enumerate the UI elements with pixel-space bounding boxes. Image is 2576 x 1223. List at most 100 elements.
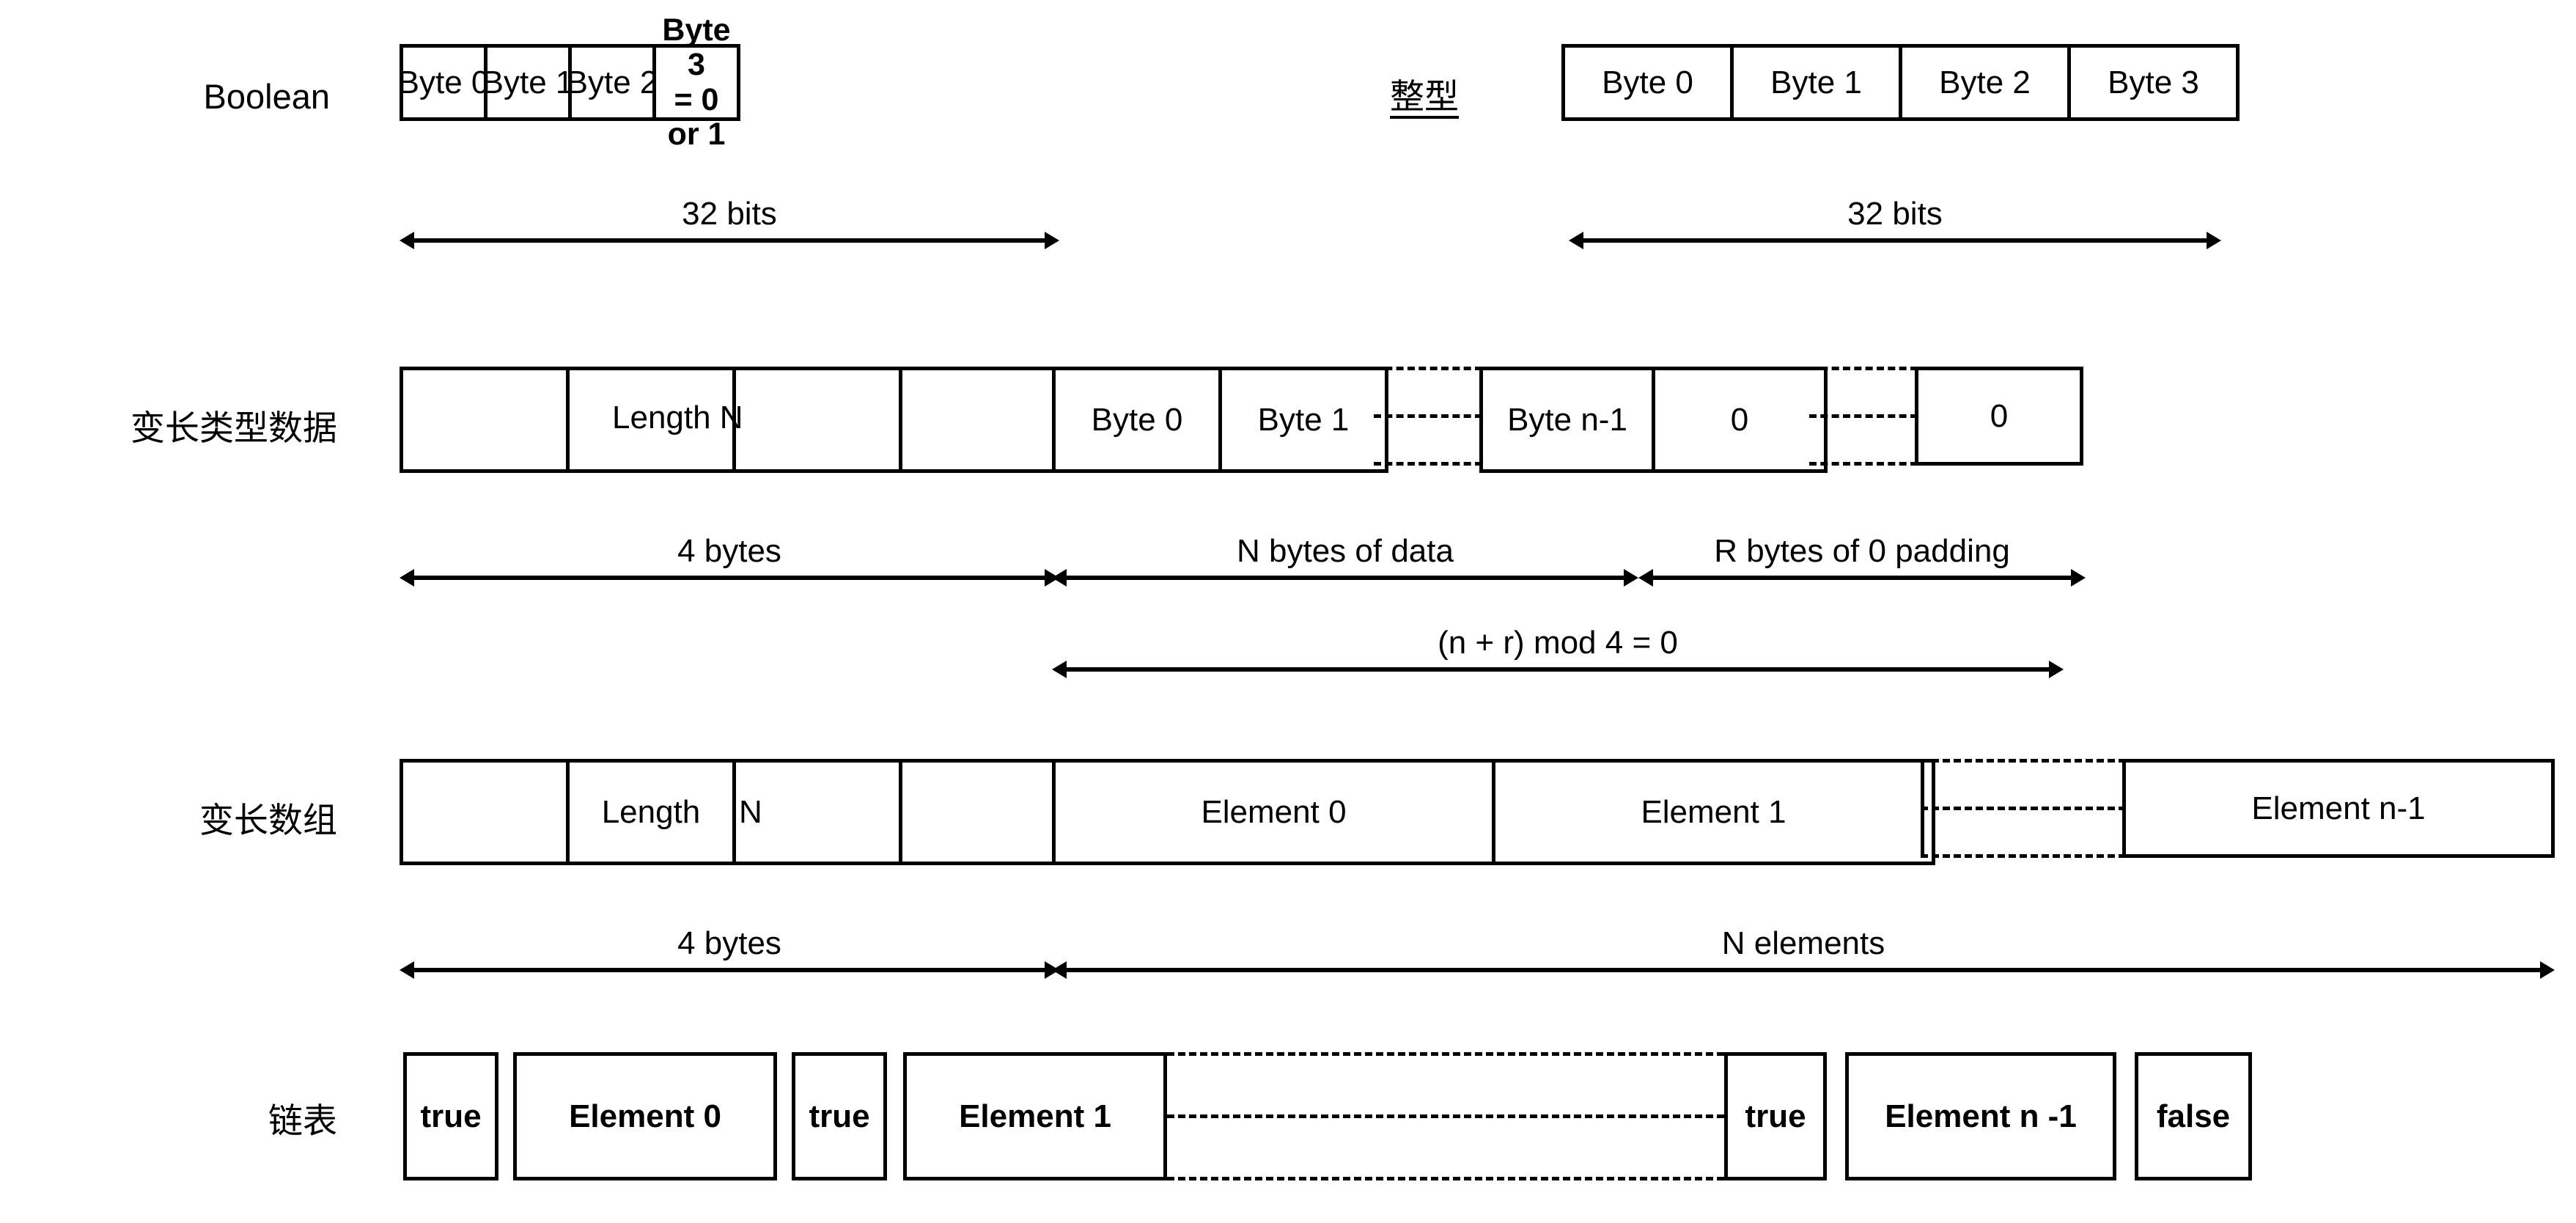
linked-list-element-1: Element 1 [903, 1052, 1167, 1180]
varlen-array-element-strip: Element 0 Element 1 [1052, 759, 1935, 865]
boolean-measure-label: 32 bits [682, 196, 777, 232]
arrow-left-icon [1052, 569, 1067, 587]
varlen-array-measure-4bytes: 4 bytes [400, 906, 1059, 979]
dashed-line-top [1921, 759, 2126, 763]
varlen-data-measure-4bytes-line [410, 576, 1049, 580]
row-label-integer: 整型 [1390, 77, 1459, 116]
varlen-array-length-strip: Length N [400, 759, 1069, 865]
varlen-data-length-strip [400, 367, 1069, 473]
integer-measure-label: 32 bits [1847, 196, 1943, 232]
arrow-left-icon [400, 961, 414, 979]
arrow-right-icon [2049, 661, 2064, 678]
linked-list-flag-end: false [2135, 1052, 2252, 1180]
arrow-right-icon [2207, 232, 2221, 249]
row-label-varlen-array: 变长数组 [199, 801, 337, 840]
arrow-right-icon [1045, 232, 1059, 249]
varlen-data-measure-padding-line [1649, 576, 2075, 580]
ellipsis-left-edge [1921, 759, 1924, 858]
arrow-left-icon [400, 232, 414, 249]
varlen-data-byte-last: Byte n-1 [1479, 367, 1655, 473]
varlen-array-element-last: Element n-1 [2122, 759, 2555, 858]
dashed-line-middle [1921, 807, 2126, 810]
linked-list-flag-1: true [792, 1052, 887, 1180]
boolean-measure-line [410, 238, 1049, 243]
boolean-byte-3: Byte 3 = 0 or 1 [652, 12, 740, 151]
boolean-byte-0: Byte 0 [398, 44, 489, 121]
boolean-byte-3-line-2: = 0 or 1 [667, 81, 726, 152]
boolean-byte-strip: Byte 0 Byte 1 Byte 2 Byte 3 = 0 or 1 [398, 12, 740, 151]
varlen-array-element-1: Element 1 [1492, 759, 1935, 865]
row-label-varlen-data: 变长类型数据 [130, 408, 337, 447]
varlen-array-length-cell-2: N [732, 759, 902, 865]
boolean-measure-32bits: 32 bits [400, 176, 1059, 249]
dashed-line-middle [1374, 414, 1482, 418]
dashed-line-top [1374, 367, 1482, 370]
integer-byte-0: Byte 0 [1561, 44, 1734, 121]
dashed-line-bottom [1167, 1177, 1724, 1180]
linked-list-element-last: Element n -1 [1845, 1052, 2116, 1180]
linked-list-flag-2: true [1724, 1052, 1827, 1180]
arrow-right-icon [2540, 961, 2555, 979]
arrow-left-icon [1052, 961, 1067, 979]
integer-byte-1: Byte 1 [1730, 44, 1902, 121]
varlen-data-length-cell-0 [400, 367, 570, 473]
varlen-data-measure-nbytes-label: N bytes of data [1237, 533, 1454, 569]
varlen-array-element-0: Element 0 [1052, 759, 1495, 865]
varlen-data-measure-nbytes: N bytes of data [1052, 513, 1638, 587]
varlen-data-measure-total-line [1062, 667, 2053, 672]
varlen-array-measure-nelements: N elements [1052, 906, 2555, 979]
varlen-data-measure-total: (n + r) mod 4 = 0 [1052, 598, 2064, 678]
integer-measure-line [1579, 238, 2211, 243]
varlen-array-length-cell-3 [899, 759, 1069, 865]
varlen-data-measure-padding: R bytes of 0 padding [1638, 513, 2086, 587]
varlen-array-length-n: N [739, 793, 762, 830]
varlen-data-measure-nbytes-line [1062, 576, 1628, 580]
varlen-data-tail-strip: Byte n-1 0 [1479, 367, 1828, 473]
varlen-data-length-cell-1 [566, 367, 736, 473]
integer-byte-3: Byte 3 [2067, 44, 2240, 121]
boolean-byte-2: Byte 2 [567, 44, 658, 121]
row-label-linked-list: 链表 [268, 1101, 337, 1140]
integer-measure-32bits: 32 bits [1569, 176, 2221, 249]
linked-list-element-0: Element 0 [513, 1052, 777, 1180]
arrow-left-icon [1569, 232, 1583, 249]
varlen-data-ellipsis-1 [1374, 367, 1482, 466]
arrow-left-icon [1638, 569, 1653, 587]
varlen-data-measure-padding-label: R bytes of 0 padding [1714, 533, 2010, 569]
arrow-left-icon [400, 569, 414, 587]
boolean-byte-1: Byte 1 [482, 44, 573, 121]
dashed-line-top [1167, 1052, 1724, 1056]
varlen-array-length-cell-0 [400, 759, 570, 865]
boolean-byte-3-line-1: Byte 3 [662, 12, 731, 83]
varlen-data-byte-0: Byte 0 [1052, 367, 1222, 473]
varlen-array-measure-4bytes-label: 4 bytes [677, 925, 781, 961]
varlen-array-ellipsis [1921, 759, 2126, 858]
integer-byte-2: Byte 2 [1899, 44, 2071, 121]
row-label-boolean: Boolean [203, 77, 331, 116]
varlen-data-measure-4bytes: 4 bytes [400, 513, 1059, 587]
dashed-line-middle [1167, 1114, 1724, 1118]
varlen-data-length-cell-2 [732, 367, 902, 473]
arrow-right-icon [2071, 569, 2086, 587]
varlen-data-length-label: Length N [612, 400, 743, 436]
varlen-data-byte-strip: Byte 0 Byte 1 [1052, 367, 1388, 473]
linked-list-flag-0: true [403, 1052, 498, 1180]
dashed-line-bottom [1374, 462, 1482, 466]
varlen-array-measure-nelements-line [1062, 968, 2544, 972]
integer-byte-strip: Byte 0 Byte 1 Byte 2 Byte 3 [1561, 44, 2240, 121]
varlen-array-measure-nelements-label: N elements [1721, 925, 1885, 961]
varlen-array-length-cell-1: Length [566, 759, 736, 865]
dashed-line-bottom [1809, 462, 1918, 466]
varlen-data-pad-last: 0 [1915, 367, 2083, 466]
varlen-data-length-cell-3 [899, 367, 1069, 473]
varlen-data-byte-1: Byte 1 [1218, 367, 1388, 473]
arrow-left-icon [1052, 661, 1067, 678]
varlen-data-measure-total-label: (n + r) mod 4 = 0 [1438, 625, 1678, 661]
dashed-line-middle [1809, 414, 1918, 418]
arrow-right-icon [1624, 569, 1638, 587]
varlen-data-measure-4bytes-label: 4 bytes [677, 533, 781, 569]
dashed-line-bottom [1921, 854, 2126, 858]
linked-list-ellipsis [1167, 1052, 1724, 1180]
varlen-data-pad-first: 0 [1652, 367, 1828, 473]
